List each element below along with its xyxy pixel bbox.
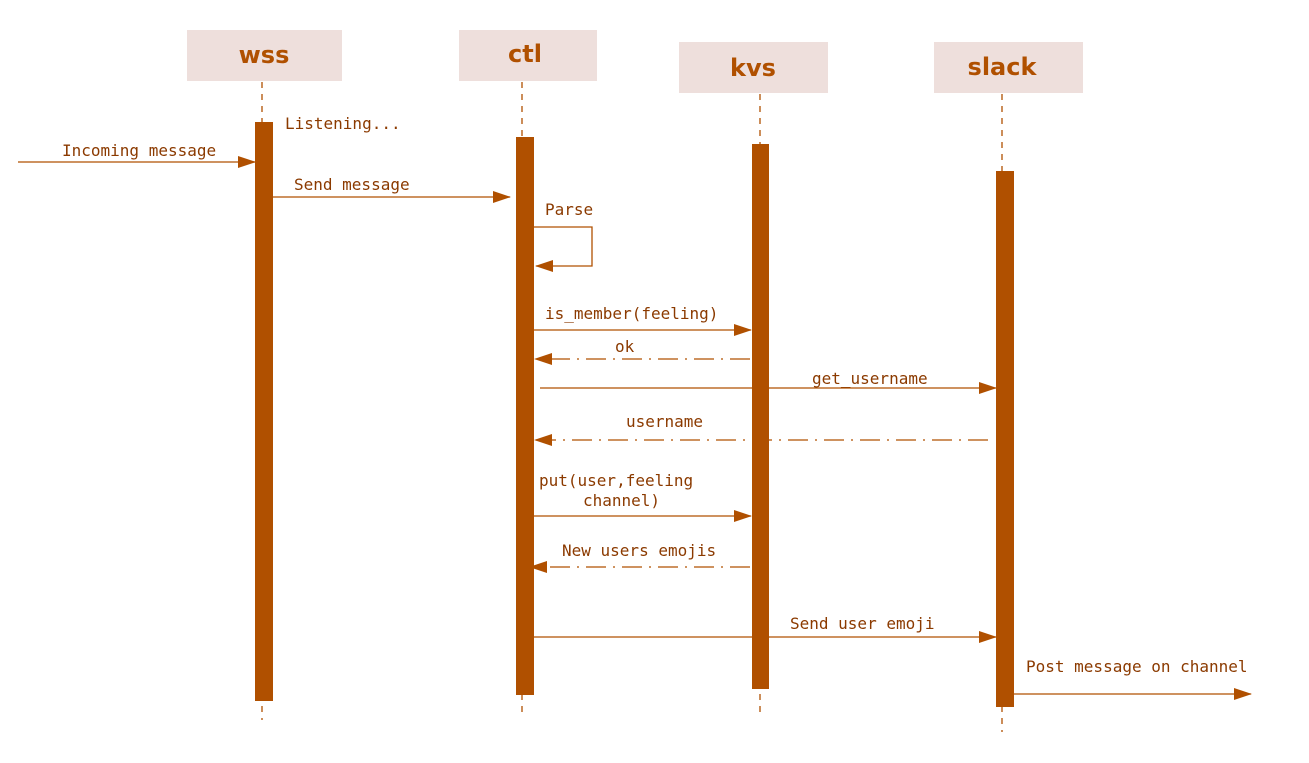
wss-actor-box [187, 30, 342, 81]
put-label-line1: put(user,feeling [539, 471, 693, 490]
slack-actor-label: slack [968, 53, 1038, 81]
wss-activation-bar [255, 122, 273, 701]
get-username-label: get_username [812, 369, 928, 388]
username-label: username [626, 412, 703, 431]
send-message-label: Send message [294, 175, 410, 194]
new-users-emojis-label: New users emojis [562, 541, 716, 560]
kvs-actor-box [679, 42, 828, 93]
send-user-emoji-label: Send user emoji [790, 614, 935, 633]
slack-actor-box [934, 42, 1083, 93]
slack-activation-bar [996, 171, 1014, 707]
ctl-activation-bar [516, 137, 534, 695]
kvs-actor-label: kvs [730, 54, 776, 82]
ctl-actor-label: ctl [508, 40, 542, 68]
incoming-message-label: Incoming message [62, 141, 216, 160]
ok-label: ok [615, 337, 635, 356]
put-label-line2: channel) [583, 491, 660, 510]
kvs-activation-bar [752, 144, 769, 689]
parse-label: Parse [545, 200, 593, 219]
is-member-label: is_member(feeling) [545, 304, 718, 323]
parse-self-arrow [534, 226, 593, 272]
wss-actor-label: wss [239, 41, 290, 69]
ctl-actor-box [459, 30, 597, 81]
listening-label: Listening... [285, 114, 401, 133]
post-message-label: Post message on channel [1026, 657, 1248, 676]
